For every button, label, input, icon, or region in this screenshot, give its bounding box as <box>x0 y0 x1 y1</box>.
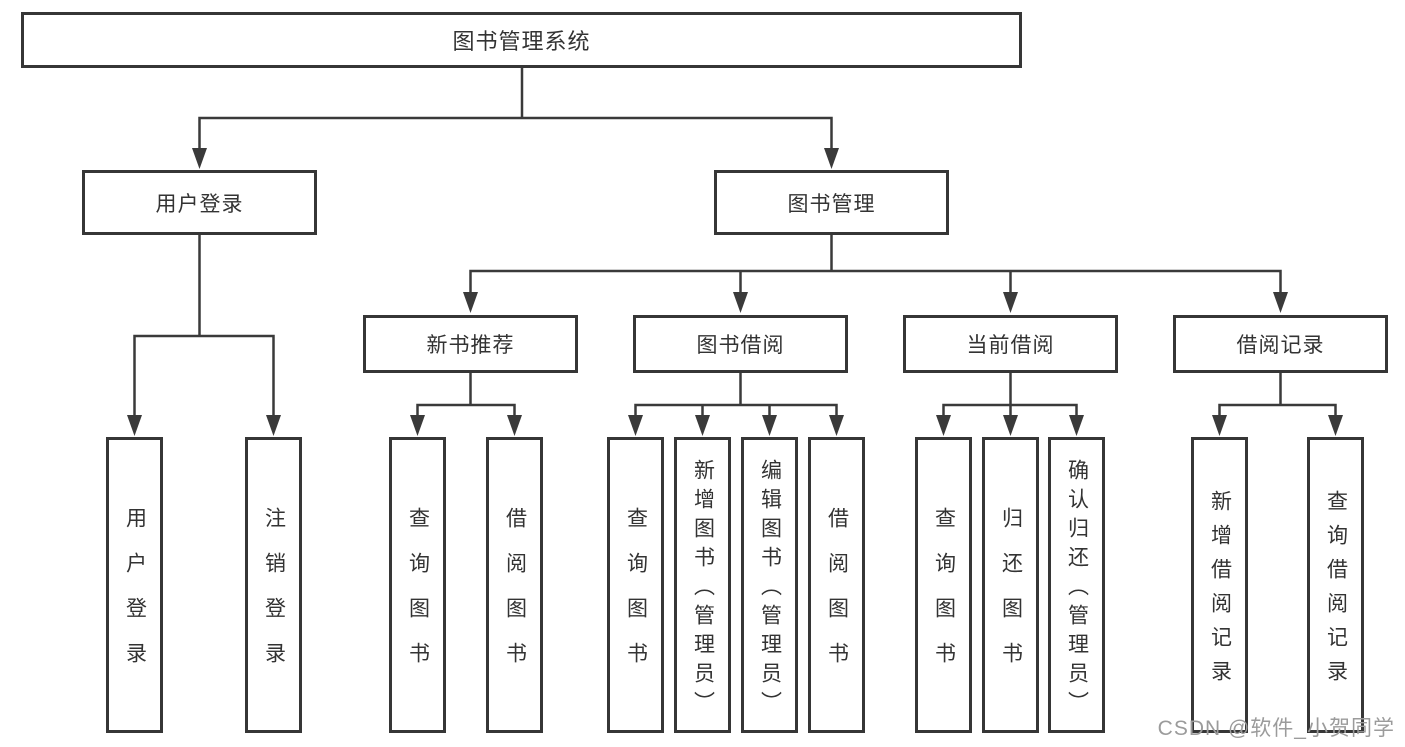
node-label: 图书借阅 <box>696 334 785 357</box>
leaf-edit-book-admin: 编辑图书（管理员） <box>741 437 798 733</box>
node-label: 用户登录 <box>155 192 244 216</box>
leaf-query-borrow-record: 查询借阅记录 <box>1307 437 1364 733</box>
node-borrow-records: 借阅记录 <box>1173 315 1388 373</box>
node-label: 查询图书 <box>624 507 648 687</box>
node-label: 图书管理系统 <box>452 29 591 54</box>
node-label: 确认归还（管理员） <box>1065 458 1089 720</box>
node-root-system: 图书管理系统 <box>21 12 1022 68</box>
node-label: 新增借阅记录 <box>1208 489 1232 694</box>
leaf-add-book-admin: 新增图书（管理员） <box>674 437 731 733</box>
leaf-add-borrow-record: 新增借阅记录 <box>1191 437 1248 733</box>
node-book-borrow: 图书借阅 <box>633 315 848 373</box>
node-user-login: 用户登录 <box>82 170 317 235</box>
node-label: 图书管理 <box>787 192 876 216</box>
node-label: 借阅图书 <box>503 507 527 687</box>
node-label: 查询图书 <box>932 507 956 687</box>
node-label: 归还图书 <box>999 507 1023 687</box>
node-label: 编辑图书（管理员） <box>758 458 782 720</box>
node-label: 新增图书（管理员） <box>691 458 715 720</box>
leaf-borrow-books-recommend: 借阅图书 <box>486 437 543 733</box>
csdn-watermark: CSDN @软件_小贺同学 <box>1157 717 1395 740</box>
leaf-user-login: 用户登录 <box>106 437 163 733</box>
leaf-query-books-recommend: 查询图书 <box>389 437 446 733</box>
node-label: 借阅记录 <box>1236 334 1325 357</box>
node-label: 用户登录 <box>123 507 147 687</box>
leaf-query-books-borrow: 查询图书 <box>607 437 664 733</box>
leaf-query-books-current: 查询图书 <box>915 437 972 733</box>
leaf-borrow-books: 借阅图书 <box>808 437 865 733</box>
node-label: 查询借阅记录 <box>1324 489 1348 694</box>
node-book-management: 图书管理 <box>714 170 949 235</box>
node-current-borrow: 当前借阅 <box>903 315 1118 373</box>
node-label: 当前借阅 <box>966 334 1055 357</box>
node-label: 借阅图书 <box>825 507 849 687</box>
node-label: 查询图书 <box>406 507 430 687</box>
node-label: 新书推荐 <box>426 334 515 357</box>
node-label: 注销登录 <box>262 507 286 687</box>
leaf-return-books: 归还图书 <box>982 437 1039 733</box>
node-new-book-recommend: 新书推荐 <box>363 315 578 373</box>
leaf-confirm-return-admin: 确认归还（管理员） <box>1048 437 1105 733</box>
leaf-logout: 注销登录 <box>245 437 302 733</box>
